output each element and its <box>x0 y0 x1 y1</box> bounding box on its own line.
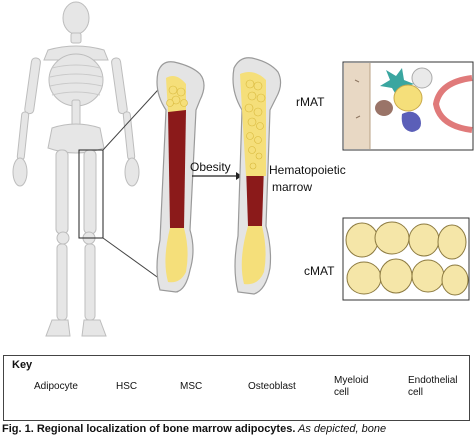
key-label-endothelial-line1: Endothelial <box>408 375 458 386</box>
key-label-myeloid-line2: cell <box>334 387 350 398</box>
key-label-endothelial-line2: cell <box>408 387 424 398</box>
caption-bold: Fig. 1. Regional localization of bone ma… <box>2 423 296 435</box>
femur-lean <box>156 61 205 293</box>
rmat-label: rMAT <box>296 95 325 109</box>
hematopoietic-label-line2: marrow <box>272 180 313 194</box>
rmat-msc <box>380 68 414 98</box>
cmat-panel <box>342 217 470 301</box>
key-label-myeloid-line1: Myeloid <box>334 375 369 386</box>
femur-obese <box>232 57 282 295</box>
key-title: Key <box>12 359 33 371</box>
cmat-label: cMAT <box>304 264 335 278</box>
key-label-hsc: HSC <box>116 381 138 392</box>
rmat-adipocyte <box>393 84 423 112</box>
hematopoietic-label-line1: Hematopoietic <box>269 163 346 177</box>
key-legend: Key Adipocyte HSC MSC Osteoblast Myeloid… <box>3 355 470 421</box>
obesity-arrow-head <box>236 172 242 180</box>
key-label-msc: MSC <box>180 381 203 392</box>
rmat-panel <box>342 61 474 151</box>
rmat-hsc <box>411 67 433 89</box>
key-label-adipocyte: Adipocyte <box>34 381 78 392</box>
key-label-osteoblast: Osteoblast <box>248 381 296 392</box>
rmat-vessel <box>432 75 473 133</box>
figure-caption: Fig. 1. Regional localization of bone ma… <box>2 423 472 435</box>
femur-highlight-box <box>78 149 104 239</box>
caption-rest: As depicted, bone <box>295 423 387 435</box>
rmat-myeloid <box>401 111 421 132</box>
rmat-osteoblast <box>375 100 393 116</box>
obesity-label: Obesity <box>190 160 231 174</box>
skeleton-figure <box>12 1 140 337</box>
